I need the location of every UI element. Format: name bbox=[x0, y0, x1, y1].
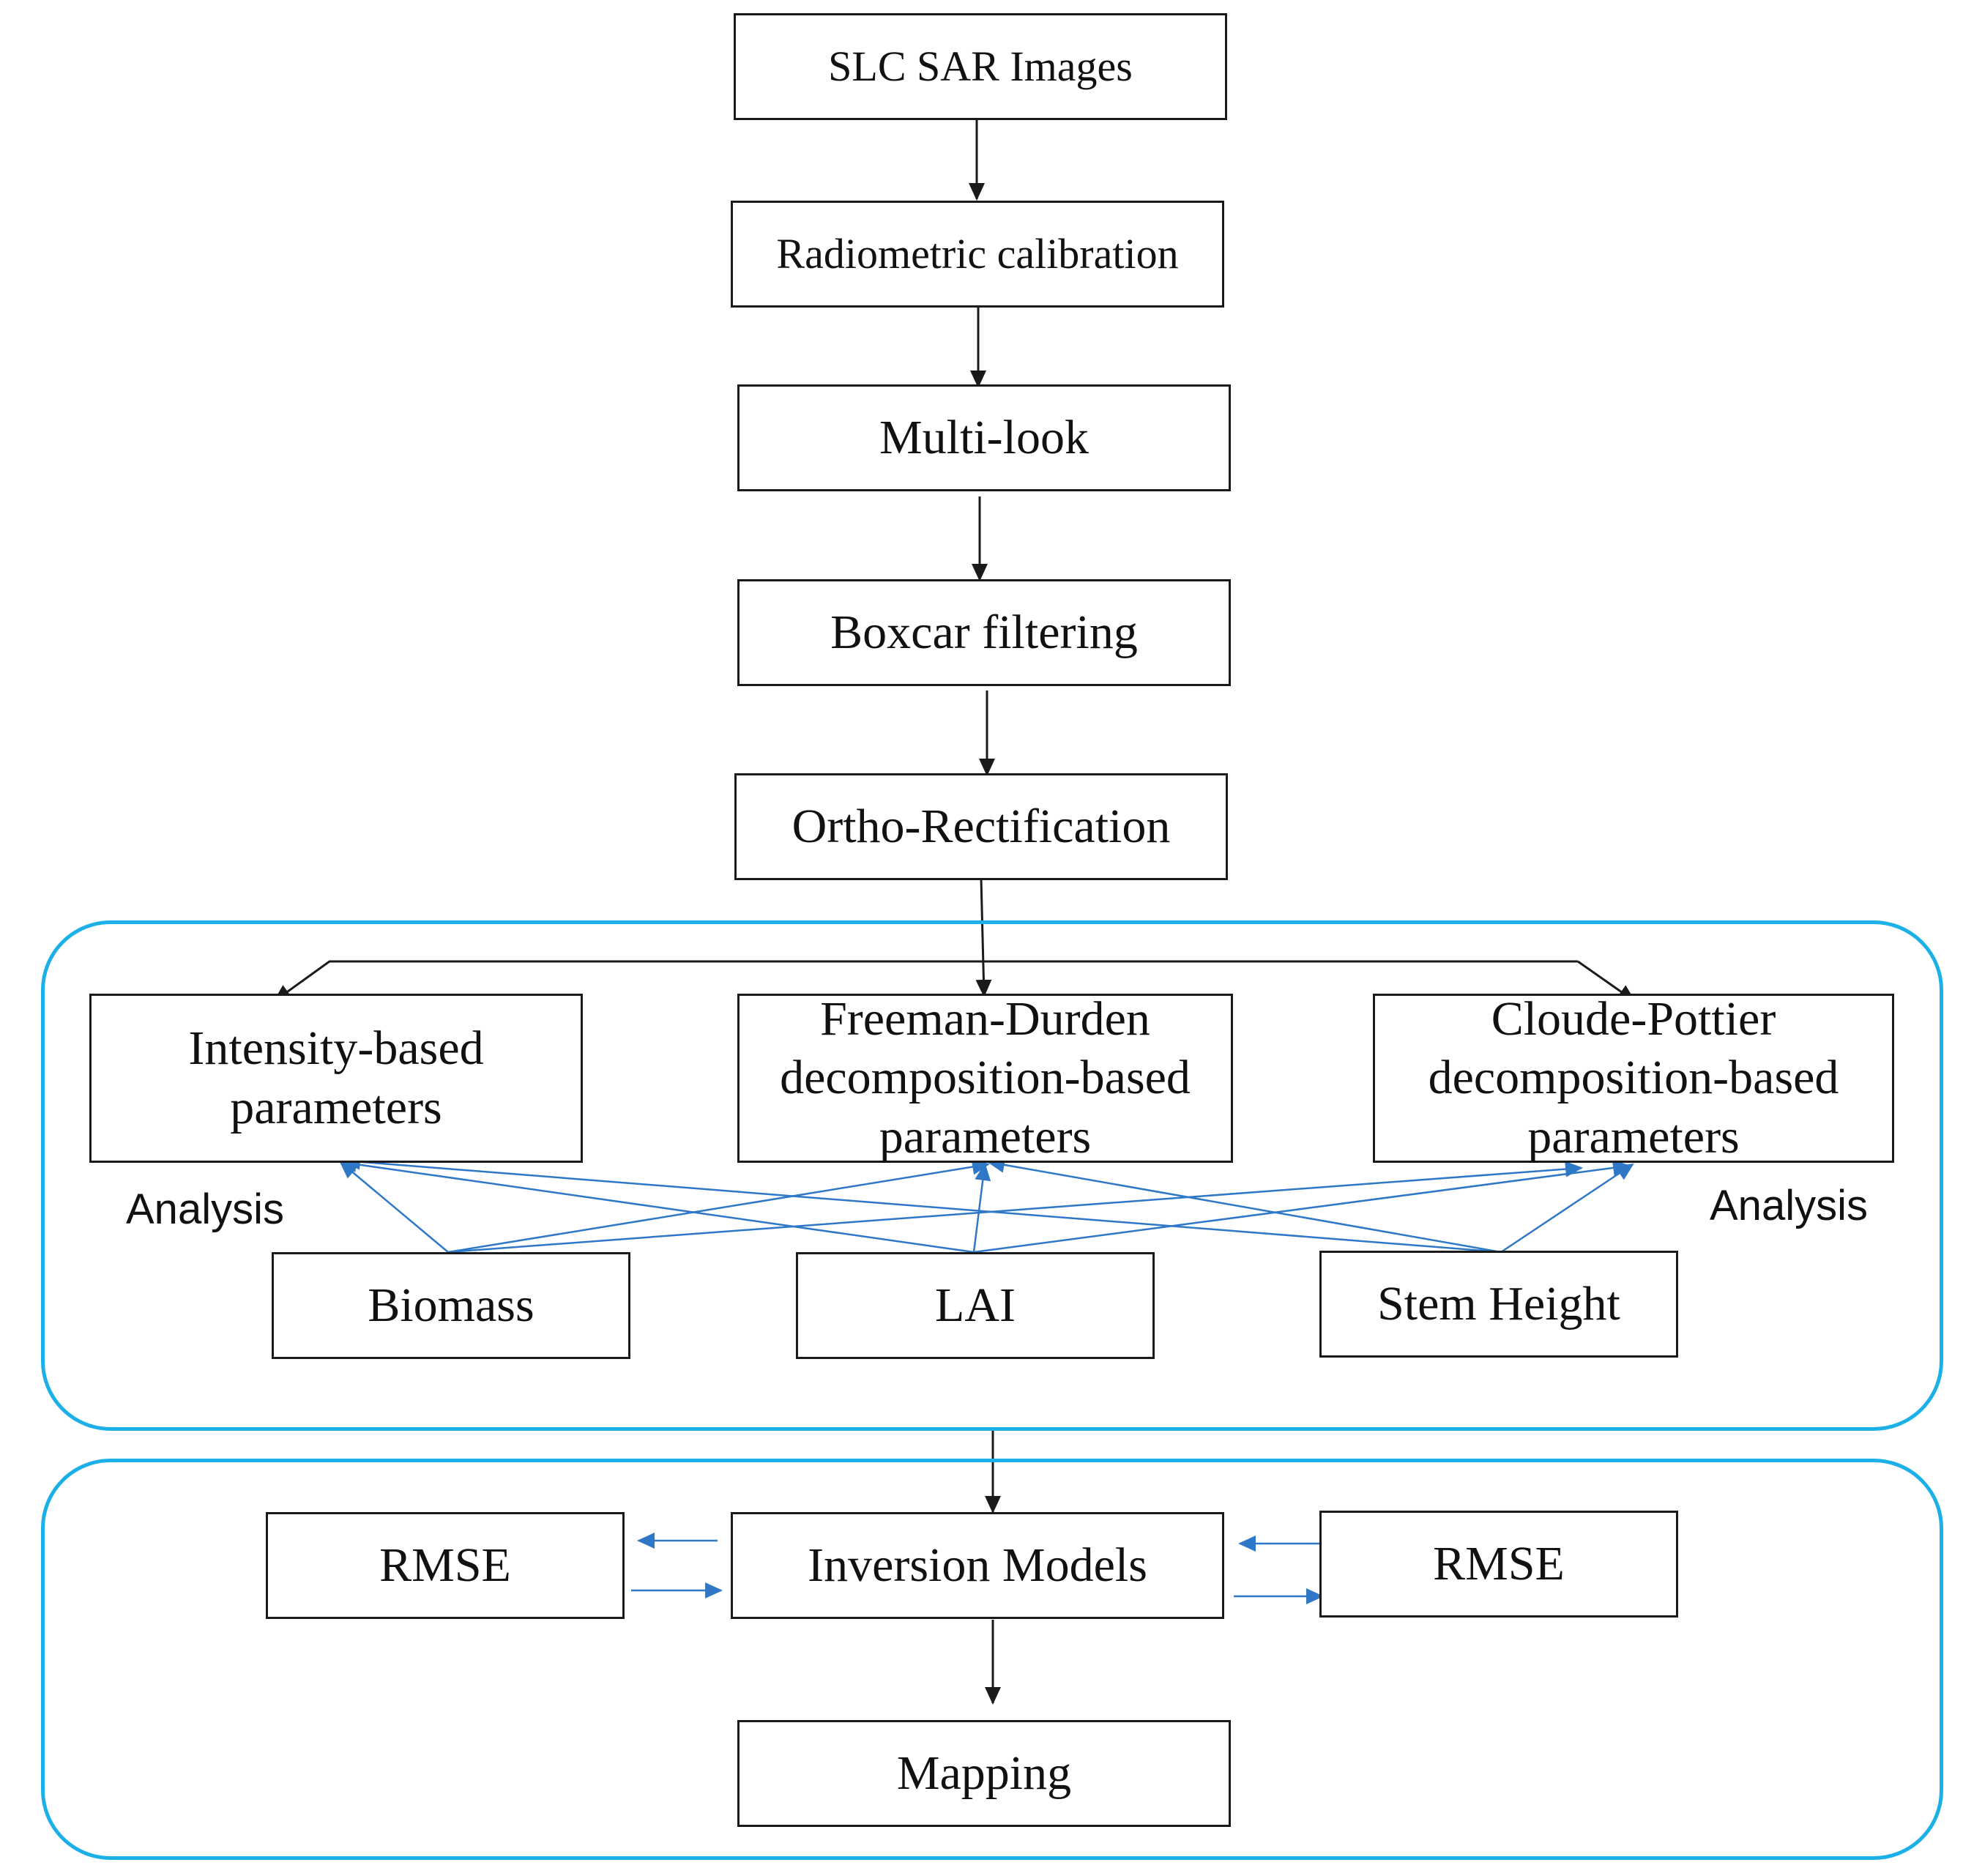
link-stem-to-freeman bbox=[987, 1156, 1502, 1254]
node-rmse-right: RMSE bbox=[1319, 1511, 1678, 1618]
node-intensity-parameters-label: Intensity-based parameters bbox=[188, 1021, 484, 1134]
node-radiometric-calibration: Radiometric calibration bbox=[731, 201, 1224, 308]
node-lai: LAI bbox=[796, 1252, 1155, 1359]
analysis-label-right: Analysis bbox=[1710, 1182, 1868, 1229]
node-multi-look: Multi-look bbox=[737, 384, 1231, 491]
link-biomass-to-cloude bbox=[447, 1161, 1583, 1254]
node-lai-label: LAI bbox=[935, 1278, 1016, 1332]
node-rmse-right-label: RMSE bbox=[1433, 1536, 1565, 1590]
link-lai-to-cloude bbox=[973, 1159, 1631, 1254]
node-cloude-pottier-parameters-label: Cloude-Pottier decomposition-based param… bbox=[1428, 991, 1839, 1164]
link-stem-to-intensity bbox=[343, 1153, 1502, 1254]
node-ortho-rectification-label: Ortho-Rectification bbox=[791, 799, 1171, 853]
node-cloude-pottier-parameters: Cloude-Pottier decomposition-based param… bbox=[1373, 992, 1894, 1164]
node-multi-look-label: Multi-look bbox=[879, 410, 1089, 464]
node-inversion-models: Inversion Models bbox=[731, 1512, 1224, 1619]
node-rmse-left-label: RMSE bbox=[379, 1538, 511, 1592]
link-biomass-to-freeman bbox=[447, 1158, 990, 1254]
inversion-panel bbox=[41, 1459, 1943, 1860]
node-mapping-label: Mapping bbox=[896, 1746, 1072, 1800]
analysis-label-left: Analysis bbox=[126, 1185, 284, 1233]
node-stem-height-label: Stem Height bbox=[1377, 1276, 1620, 1330]
node-stem-height: Stem Height bbox=[1319, 1251, 1678, 1358]
node-freeman-durden-parameters-label: Freeman-Durden decomposition-based param… bbox=[780, 991, 1191, 1164]
analysis-panel bbox=[41, 920, 1943, 1431]
node-boxcar-filtering-label: Boxcar filtering bbox=[830, 605, 1138, 659]
node-freeman-durden-parameters: Freeman-Durden decomposition-based param… bbox=[737, 992, 1233, 1164]
node-slc-sar-images-label: SLC SAR Images bbox=[828, 42, 1133, 90]
node-biomass-label: Biomass bbox=[368, 1278, 534, 1332]
link-stem-to-cloude bbox=[1500, 1163, 1634, 1254]
node-rmse-left: RMSE bbox=[266, 1512, 625, 1619]
node-inversion-models-label: Inversion Models bbox=[808, 1538, 1147, 1592]
node-radiometric-calibration-label: Radiometric calibration bbox=[776, 229, 1179, 278]
link-lai-to-freeman bbox=[972, 1163, 991, 1253]
link-biomass-to-intensity bbox=[339, 1161, 449, 1253]
node-ortho-rectification: Ortho-Rectification bbox=[734, 773, 1228, 880]
arrow-ortho-to-intensity bbox=[273, 960, 1578, 1002]
node-mapping: Mapping bbox=[737, 1720, 1231, 1827]
link-lai-to-intensity bbox=[339, 1156, 975, 1254]
node-slc-sar-images: SLC SAR Images bbox=[734, 13, 1227, 120]
node-boxcar-filtering: Boxcar filtering bbox=[737, 579, 1231, 686]
arrow-ortho-to-freeman bbox=[975, 878, 992, 997]
node-biomass: Biomass bbox=[272, 1252, 630, 1359]
node-intensity-parameters: Intensity-based parameters bbox=[89, 994, 583, 1163]
